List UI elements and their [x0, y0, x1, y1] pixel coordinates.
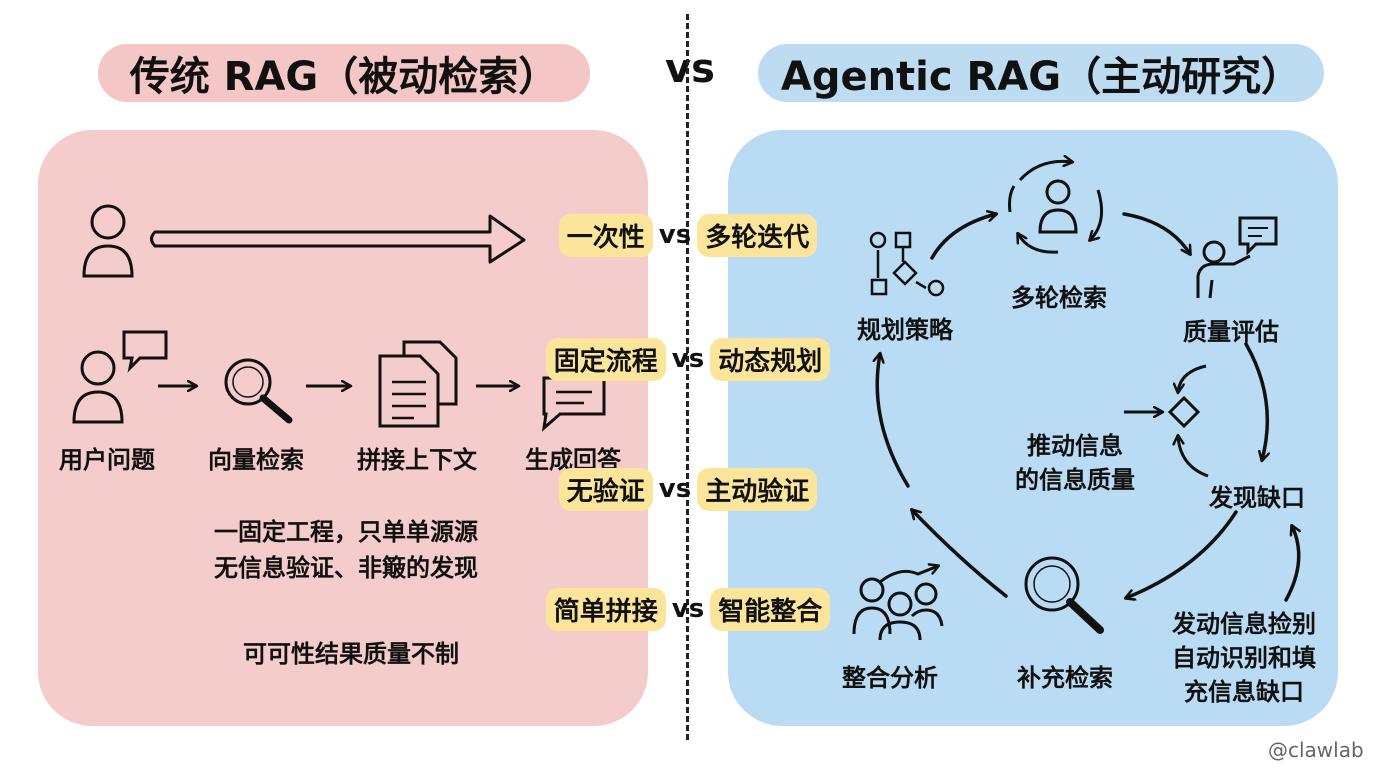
flowchart-icon — [869, 231, 945, 297]
comparison-row: 一次性 vs 多轮迭代 — [528, 212, 848, 258]
node-label-plan: 规划策略 — [857, 316, 953, 344]
cycle-user-icon — [1008, 161, 1104, 254]
left-note-line-1: 一固定工程，只单单源源 — [214, 518, 478, 546]
right-title: Agentic RAG（主动研究） — [758, 44, 1324, 102]
center-note-line-1: 推动信息 — [1027, 432, 1123, 460]
decision-diamond-icon — [1124, 364, 1209, 478]
comparison-left-chip: 固定流程 — [545, 337, 666, 381]
left-bottom-note: 可可性结果质量不制 — [243, 640, 459, 668]
side-note-line-1: 发动信息捡别 — [1172, 610, 1316, 638]
agentic-rag-panel — [728, 130, 1338, 726]
answer-icon — [541, 376, 606, 432]
comparison-right-chip: 多轮迭代 — [697, 213, 818, 257]
comparison-right-chip: 动态规划 — [710, 337, 831, 381]
center-note-line-2: 的信息质量 — [1015, 466, 1135, 494]
magnifier-icon-right — [1024, 556, 1104, 634]
comparison-row: 无验证 vs 主动验证 — [528, 466, 848, 512]
side-note-line-3: 充信息缺口 — [1184, 678, 1304, 706]
comparison-vs: vs — [671, 344, 705, 374]
comparison-left-chip: 简单拼接 — [545, 587, 666, 631]
comparison-row: 简单拼接 vs 智能整合 — [528, 586, 848, 632]
traditional-rag-panel — [38, 130, 648, 726]
comparison-vs: vs — [671, 594, 705, 624]
vs-title: vs — [665, 46, 715, 92]
node-label-integrate: 整合分析 — [842, 664, 938, 692]
step-label-concat-context: 拼接上下文 — [357, 446, 477, 474]
comparison-left-chip: 无验证 — [558, 467, 653, 511]
left-note-line-2: 无信息验证、非簸的发现 — [214, 554, 478, 582]
comparison-vs: vs — [658, 474, 692, 504]
user-icon — [82, 204, 134, 278]
side-note-line-2: 自动识别和填 — [1172, 644, 1316, 672]
comparison-vs: vs — [658, 220, 692, 250]
step-label-vector-search: 向量检索 — [208, 446, 304, 474]
node-label-gap: 发现缺口 — [1209, 484, 1305, 512]
comparison-left-chip: 一次性 — [558, 213, 653, 257]
magnifier-icon — [224, 358, 293, 424]
comparison-right-chip: 智能整合 — [710, 587, 831, 631]
cycle-arrows — [877, 214, 1299, 602]
comparison-row: 固定流程 vs 动态规划 — [528, 336, 848, 382]
one-shot-arrow — [150, 214, 526, 264]
node-label-supplement: 补充检索 — [1017, 664, 1113, 692]
center-divider — [686, 14, 689, 740]
comparison-right-chip: 主动验证 — [697, 467, 818, 511]
presenter-icon — [1196, 216, 1278, 299]
step-label-user-question: 用户问题 — [59, 446, 155, 474]
node-label-multi-search: 多轮检索 — [1011, 284, 1107, 312]
chat-bubble-icon — [122, 330, 168, 373]
watermark: @clawlab — [1268, 738, 1364, 762]
documents-icon — [378, 340, 458, 428]
user-question-icon — [72, 330, 168, 424]
team-icon — [852, 566, 944, 641]
node-label-quality: 质量评估 — [1183, 318, 1279, 346]
left-title: 传统 RAG（被动检索） — [98, 44, 590, 102]
